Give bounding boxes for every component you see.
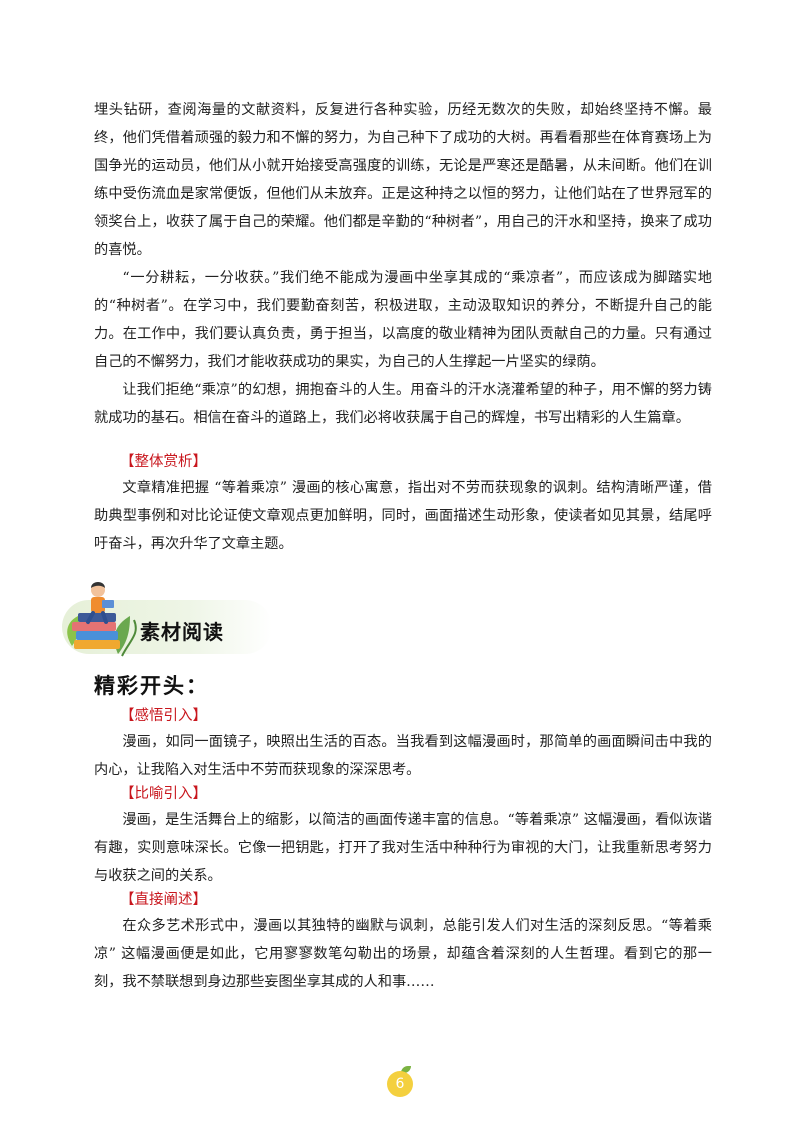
analysis-tag: 【整体赏析】 — [120, 454, 207, 470]
leaf-icon — [401, 1066, 411, 1073]
item-tag: 【感悟引入】 — [120, 708, 207, 724]
section-heading: 精彩开头： — [94, 673, 209, 698]
item-text: 在众多艺术形式中，漫画以其独特的幽默与讽刺，总能引发人们对生活的深刻反思。“等着… — [94, 918, 712, 990]
item-tag: 【比喻引入】 — [120, 786, 207, 802]
item-tag: 【直接阐述】 — [120, 892, 207, 908]
body-paragraph: 让我们拒绝“乘凉”的幻想，拥抱奋斗的人生。用奋斗的汗水浇灌希望的种子，用不懈的努… — [94, 382, 712, 426]
page-number: 6 — [387, 1071, 413, 1097]
body-paragraph: “一分耕耘，一分收获。”我们绝不能成为漫画中坐享其成的“乘凉者”，而应该成为脚踏… — [94, 270, 712, 370]
body-paragraph: 埋头钻研，查阅海量的文献资料，反复进行各种实验，历经无数次的失败，却始终坚持不懈… — [94, 102, 712, 258]
analysis-text: 文章精准把握 “等着乘凉” 漫画的核心寓意，指出对不劳而获现象的讽刺。结构清晰严… — [94, 480, 712, 552]
item-text: 漫画，如同一面镜子，映照出生活的百态。当我看到这幅漫画时，那简单的画面瞬间击中我… — [94, 734, 712, 778]
reading-boy-illustration — [67, 582, 137, 657]
item-text: 漫画，是生活舞台上的缩影，以简洁的画面传递丰富的信息。“等着乘凉” 这幅漫画，看… — [94, 812, 712, 884]
banner-title: 素材阅读 — [140, 620, 224, 644]
